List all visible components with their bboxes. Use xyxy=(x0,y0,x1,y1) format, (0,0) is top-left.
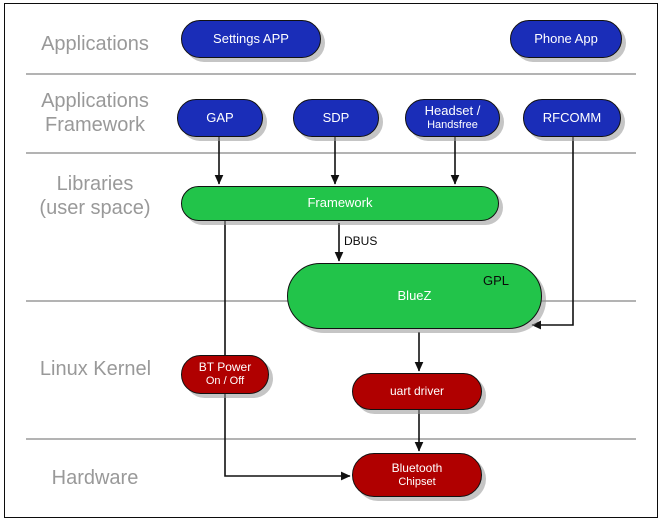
layer-label-applications-framework: Applications Framework xyxy=(41,90,149,136)
dbus-edge-label: DBUS xyxy=(344,234,378,248)
node-bluetooth-chipset-label-line2: Chipset xyxy=(398,475,436,488)
node-sdp-label: SDP xyxy=(322,109,350,125)
edge-framework-to-bt-power-to-chipset xyxy=(224,221,351,481)
layer-label-linux-kernel: Linux Kernel xyxy=(39,358,152,380)
node-headset-handsfree[interactable]: Headset / Handsfree xyxy=(405,99,500,137)
node-bt-power[interactable]: BT Power On / Off xyxy=(181,355,269,394)
node-framework[interactable]: Framework xyxy=(181,186,499,221)
node-gap[interactable]: GAP xyxy=(177,99,263,137)
node-headset-handsfree-label-line1: Headset / xyxy=(424,103,481,119)
edge-rfcomm-to-bluez xyxy=(531,137,574,330)
connector-layer xyxy=(214,137,574,481)
node-sdp[interactable]: SDP xyxy=(293,99,379,137)
layer-label-applications: Applications xyxy=(41,33,149,55)
node-phone-app-label: Phone App xyxy=(534,30,598,46)
node-bt-power-label-line2: On / Off xyxy=(205,375,245,388)
node-bluetooth-chipset[interactable]: Bluetooth Chipset xyxy=(352,453,482,497)
diagram-frame: Applications Applications Framework Libr… xyxy=(4,3,658,518)
node-bluetooth-chipset-label-line1: Bluetooth xyxy=(391,460,443,475)
node-bluez[interactable]: BlueZ xyxy=(287,263,542,329)
node-gap-label: GAP xyxy=(206,109,234,125)
node-settings-app[interactable]: Settings APP xyxy=(181,20,321,58)
layer-divider-applications xyxy=(26,73,636,75)
node-uart-driver-label: uart driver xyxy=(389,383,445,398)
layer-divider-applications-framework xyxy=(26,152,636,154)
layer-label-hardware: Hardware xyxy=(51,467,139,489)
node-framework-label: Framework xyxy=(307,195,373,211)
layer-label-libraries: Libraries (user space) xyxy=(39,173,151,219)
node-bluez-label: BlueZ xyxy=(397,287,432,303)
node-bt-power-label-line1: BT Power xyxy=(198,360,252,375)
node-headset-handsfree-label-line2: Handsfree xyxy=(427,119,478,132)
layer-divider-linux-kernel xyxy=(26,438,636,440)
node-uart-driver[interactable]: uart driver xyxy=(352,373,482,410)
node-settings-app-label: Settings APP xyxy=(213,30,289,46)
node-rfcomm-label: RFCOMM xyxy=(542,109,602,125)
node-phone-app[interactable]: Phone App xyxy=(510,20,622,58)
node-rfcomm[interactable]: RFCOMM xyxy=(523,99,621,137)
